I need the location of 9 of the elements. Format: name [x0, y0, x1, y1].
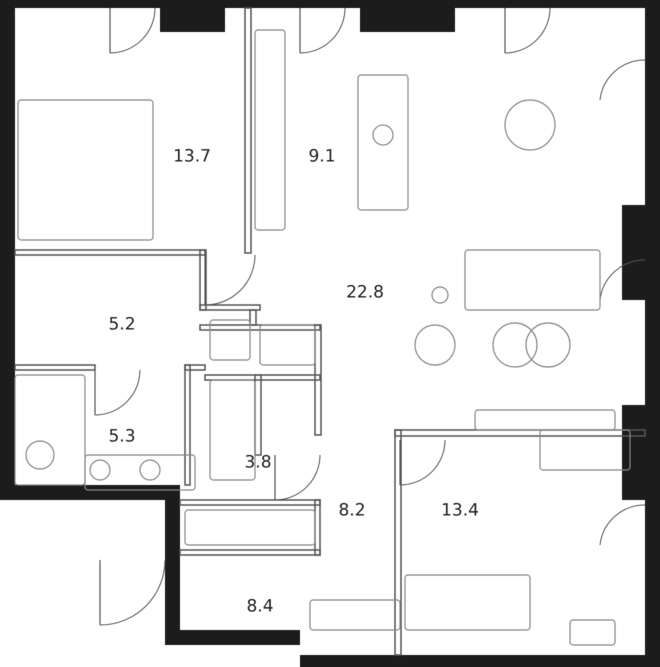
room-area: 8.2	[338, 502, 366, 520]
room-area: 8.4	[246, 598, 274, 616]
room-area: 13.4	[441, 502, 479, 520]
room-area: 5.3	[108, 428, 136, 446]
room-area: 9.1	[308, 148, 336, 166]
room-area: 5.2	[108, 316, 136, 334]
room-area: 13.7	[173, 148, 211, 166]
room-area: 3.8	[244, 454, 272, 472]
room-area: 22.8	[346, 284, 384, 302]
